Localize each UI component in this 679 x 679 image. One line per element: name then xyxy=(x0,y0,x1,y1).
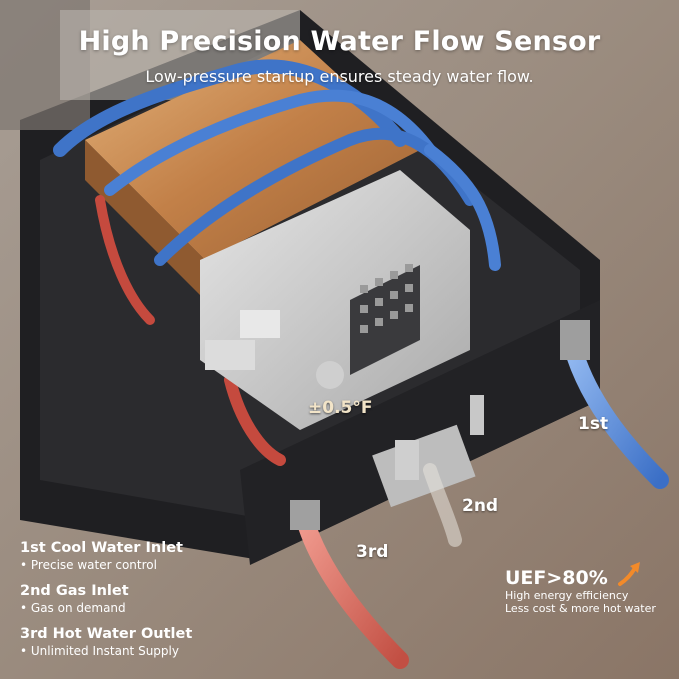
feature-detail: • Precise water control xyxy=(20,558,157,572)
page-subtitle: Low-pressure startup ensures steady wate… xyxy=(145,67,534,86)
uef-line-1: High energy efficiency xyxy=(505,589,629,602)
uef-value: UEF>80% xyxy=(505,567,608,589)
feature-detail: • Unlimited Instant Supply xyxy=(20,644,179,658)
feature-cool-water-inlet: 1st Cool Water Inlet • Precise water con… xyxy=(20,540,183,572)
callout-first: 1st xyxy=(578,414,609,434)
trend-up-arrow-icon xyxy=(618,562,640,586)
callout-second: 2nd xyxy=(462,496,499,516)
uef-line-2: Less cost & more hot water xyxy=(505,602,656,615)
uef-badge: UEF>80% High energy efficiency Less cost… xyxy=(505,567,656,615)
feature-title: 2nd Gas Inlet xyxy=(20,583,129,599)
feature-detail: • Gas on demand xyxy=(20,601,126,615)
callout-third: 3rd xyxy=(356,542,389,562)
feature-title: 1st Cool Water Inlet xyxy=(20,540,183,556)
temperature-precision-label: ±0.5°F xyxy=(308,398,373,418)
feature-title: 3rd Hot Water Outlet xyxy=(20,626,193,642)
feature-gas-inlet: 2nd Gas Inlet • Gas on demand xyxy=(20,583,129,615)
page-title: High Precision Water Flow Sensor xyxy=(78,26,601,57)
feature-hot-water-outlet: 3rd Hot Water Outlet • Unlimited Instant… xyxy=(20,626,192,658)
